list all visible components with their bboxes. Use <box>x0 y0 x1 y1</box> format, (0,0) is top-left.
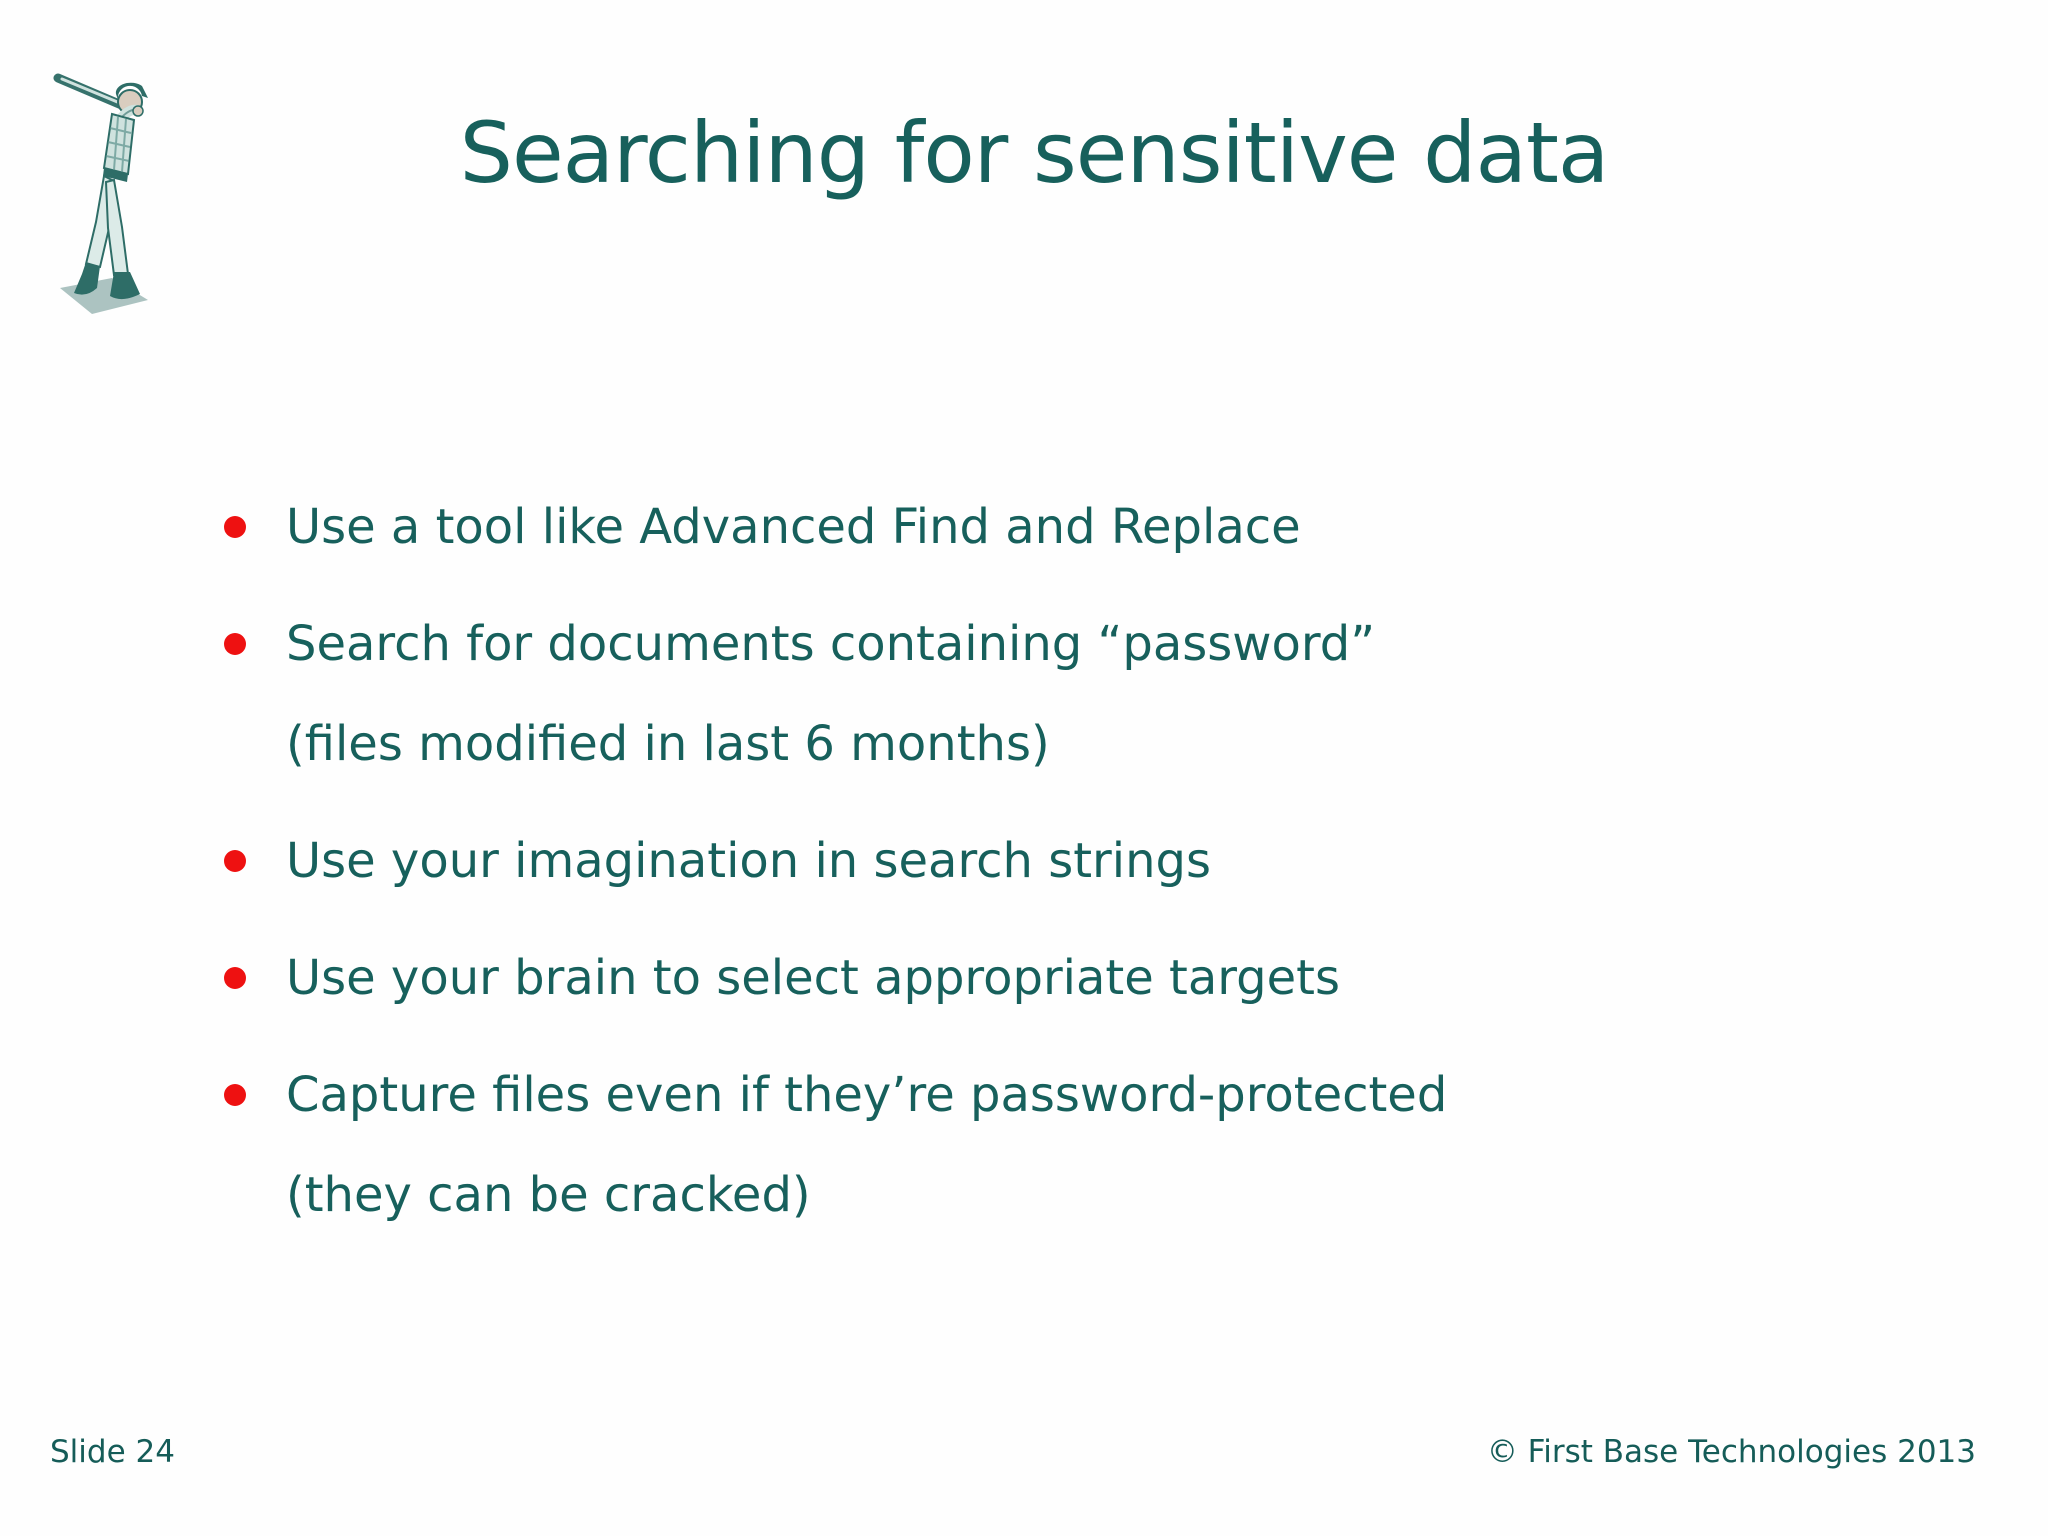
bullet-text: Capture files even if they’re password-p… <box>286 1067 1448 1123</box>
bullet-dot-icon <box>224 516 246 538</box>
list-item: Capture files even if they’re password-p… <box>224 1045 1904 1245</box>
slide-number: Slide 24 <box>50 1434 175 1470</box>
slide-title: Searching for sensitive data <box>459 104 1610 202</box>
bullet-list: Use a tool like Advanced Find and Replac… <box>224 477 1904 1262</box>
baseball-batter-icon <box>52 62 172 320</box>
bullet-text: Use your brain to select appropriate tar… <box>286 950 1340 1006</box>
list-item: Search for documents containing “passwor… <box>224 594 1904 794</box>
bullet-dot-icon <box>224 633 246 655</box>
bullet-text-wrap: (files modified in last 6 months) <box>286 716 1050 772</box>
list-item: Use your brain to select appropriate tar… <box>224 928 1904 1028</box>
bullet-text: Use your imagination in search strings <box>286 833 1211 889</box>
bullet-text: Use a tool like Advanced Find and Replac… <box>286 499 1301 555</box>
bullet-dot-icon <box>224 967 246 989</box>
list-item: Use a tool like Advanced Find and Replac… <box>224 477 1904 577</box>
copyright-text: © First Base Technologies 2013 <box>1486 1434 1976 1470</box>
bullet-dot-icon <box>224 850 246 872</box>
list-item: Use your imagination in search strings <box>224 811 1904 911</box>
bullet-dot-icon <box>224 1084 246 1106</box>
bullet-text: Search for documents containing “passwor… <box>286 616 1376 672</box>
bullet-text-wrap: (they can be cracked) <box>286 1167 811 1223</box>
